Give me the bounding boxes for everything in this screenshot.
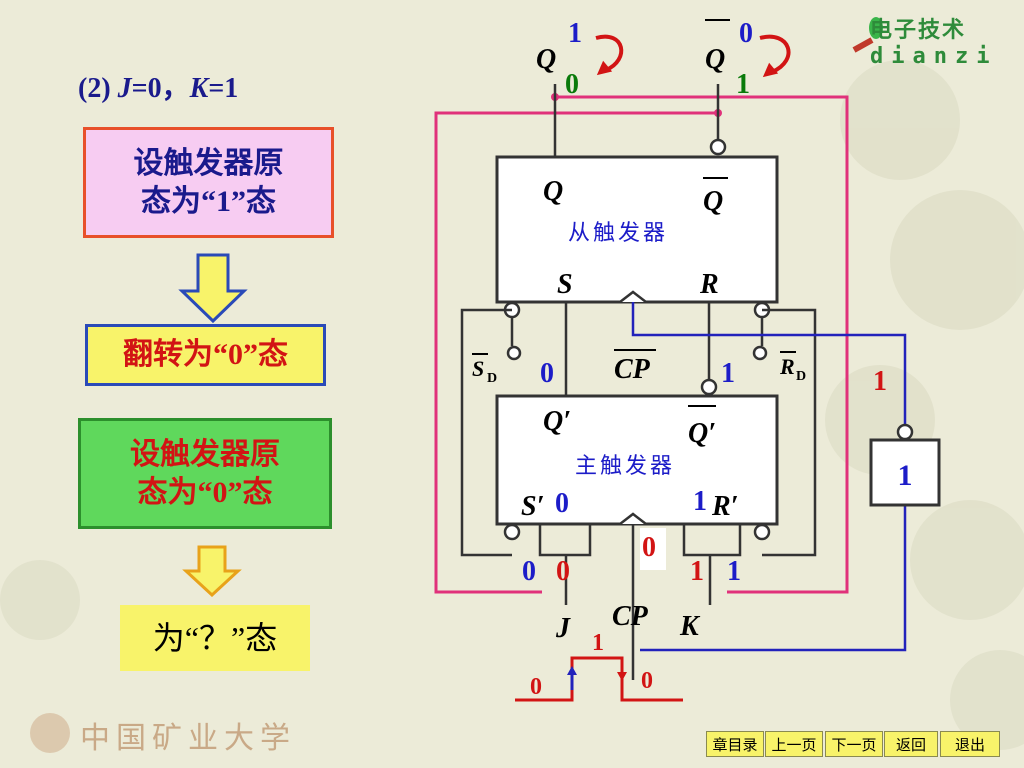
slave-name: 从触发器	[568, 221, 668, 246]
result-state-0-box: 翻转为“0”态	[85, 324, 326, 386]
arrow-down-icon	[178, 253, 248, 324]
gate-j-value-2: 0	[556, 556, 570, 587]
slave-flipflop-box	[495, 155, 779, 304]
cp-bar-label: CP	[614, 354, 651, 385]
master-r-label: R′	[711, 491, 739, 522]
qbar-old-value: 1	[736, 69, 750, 100]
master-flipflop-box	[495, 394, 779, 526]
logo-line1: 电子技术	[870, 18, 967, 43]
master-q-label: Q′	[543, 406, 571, 437]
master-s-label: S′	[521, 491, 544, 522]
pulse-high-value: 1	[592, 630, 604, 656]
slave-qbar-label: Q	[703, 186, 723, 217]
qbar-new-value: 0	[739, 18, 753, 49]
logo-line2: dianzi	[870, 44, 998, 69]
pulse-low-right-value: 0	[641, 668, 653, 694]
sd-label: S	[472, 356, 484, 381]
slave-r-label: R	[699, 269, 719, 300]
inverter-gate	[869, 438, 941, 507]
nav-prev-button[interactable]: 上一页	[765, 731, 823, 757]
rd-subscript: D	[796, 369, 806, 384]
inverter-input-value: 1	[873, 366, 887, 397]
pulse-low-left-value: 0	[530, 674, 542, 700]
nav-next-button[interactable]: 下一页	[825, 731, 883, 757]
cp-input-label: CP	[612, 601, 649, 632]
feedback-wire-pink	[434, 95, 849, 594]
q-old-value: 0	[565, 69, 579, 100]
master-s-value: 0	[555, 488, 569, 519]
university-seal-icon	[30, 713, 70, 753]
q-output-label: Q	[536, 44, 556, 75]
nav-exit-button[interactable]: 退出	[940, 731, 1000, 757]
master-cp-value: 0	[642, 532, 656, 563]
rd-label: R	[779, 354, 795, 379]
j-input-label: J	[555, 613, 571, 644]
assume-state-1-box: 设触发器原态为“1”态	[83, 127, 334, 238]
assume-state-0-box: 设触发器原态为“0”态	[78, 418, 332, 529]
master-qbar-label: Q′	[688, 418, 716, 449]
question-state-box: 为“？”态	[120, 605, 310, 671]
s-value: 0	[540, 358, 554, 389]
sd-subscript: D	[487, 371, 497, 386]
site-logo: 电子技术 dianzi	[870, 12, 997, 69]
gate-k-value-2: 1	[727, 556, 741, 587]
led-logo-icon	[852, 17, 883, 53]
nav-chapter-toc-button[interactable]: 章目录	[706, 731, 764, 757]
arrow-down-icon	[182, 545, 242, 597]
gate-j-value-1: 0	[522, 556, 536, 587]
qbar-output-label: Q	[705, 44, 725, 75]
slave-s-label: S	[557, 269, 573, 300]
slave-q-label: Q	[543, 176, 563, 207]
r-value: 1	[721, 358, 735, 389]
university-name: 中国矿业大学	[80, 721, 296, 756]
gate-k-value-1: 1	[690, 556, 704, 587]
q-new-value: 1	[568, 18, 582, 49]
nav-back-button[interactable]: 返回	[884, 731, 938, 757]
master-name: 主触发器	[575, 454, 675, 479]
inverter-label: 1	[898, 459, 913, 492]
master-r-value: 1	[693, 486, 707, 517]
k-input-label: K	[679, 611, 701, 642]
case-title: (2) J=0，K=1	[78, 73, 239, 104]
